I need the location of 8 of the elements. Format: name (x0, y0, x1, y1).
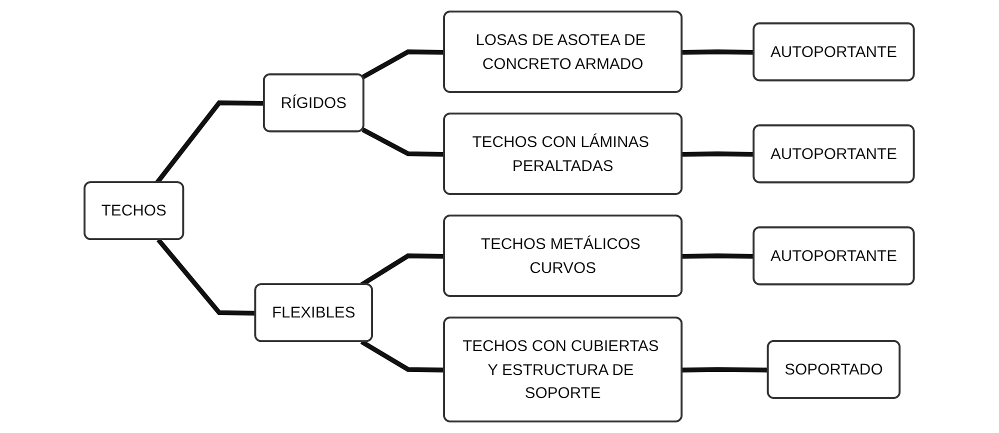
connector (362, 127, 445, 157)
connector (682, 49, 755, 55)
connector (682, 253, 755, 259)
connector (682, 151, 755, 157)
connector (682, 367, 769, 372)
connector (360, 340, 445, 372)
connector (156, 238, 256, 316)
connector (362, 49, 445, 80)
